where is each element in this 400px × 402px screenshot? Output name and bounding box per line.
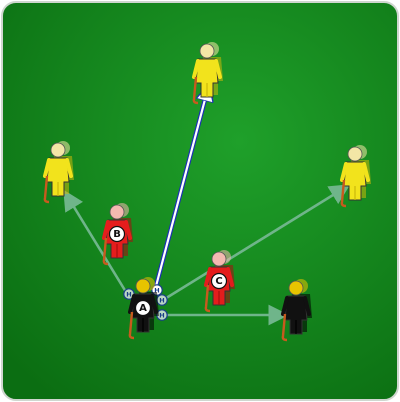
player-head [109, 204, 125, 220]
player-label: A [139, 303, 147, 314]
player-label: B [113, 229, 121, 240]
pass-marker: H [156, 294, 168, 306]
pass-arrows [63, 88, 351, 326]
players: B C A [43, 42, 371, 342]
hockey-stick-icon [128, 311, 135, 340]
pass-marker: H [156, 309, 168, 321]
hockey-stick-icon [43, 175, 50, 204]
pass-arrow-to-top [153, 88, 208, 291]
pass-marker-label: H [126, 290, 131, 298]
player-top [192, 42, 223, 105]
player-right [340, 145, 371, 208]
player-left [43, 141, 74, 204]
pass-marker-label: H [159, 311, 164, 319]
player-bottom-right [281, 279, 312, 342]
player-a: A [128, 277, 159, 340]
player-head [288, 280, 304, 296]
pass-marker-label: H [159, 296, 164, 304]
player-head [50, 142, 66, 158]
hockey-stick-icon [281, 313, 288, 342]
player-head [199, 43, 215, 59]
pass-arrow-to-right [162, 184, 351, 302]
hockey-stick-icon [192, 76, 199, 105]
player-head [211, 251, 227, 267]
pass-arrow-to-left [63, 189, 128, 293]
player-c: C [204, 250, 235, 313]
player-b: B [102, 203, 133, 266]
hockey-stick-icon [204, 284, 211, 313]
player-head [347, 146, 363, 162]
player-label: C [215, 276, 222, 287]
player-head [135, 278, 151, 294]
pass-marker-label: H [154, 286, 159, 294]
hockey-stick-icon [102, 237, 109, 266]
hockey-stick-icon [340, 179, 347, 208]
